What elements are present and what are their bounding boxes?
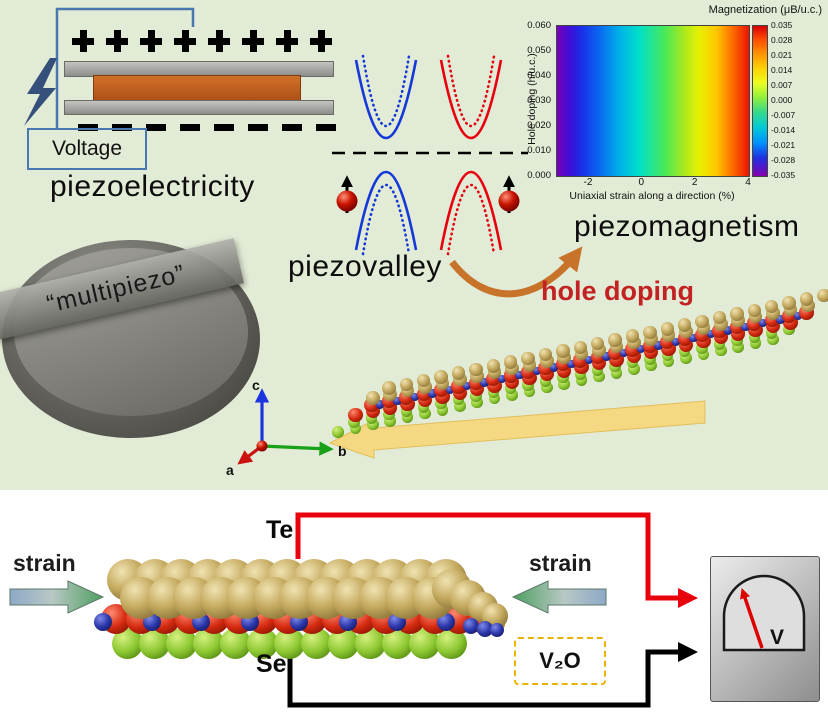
conduction-band-blue	[354, 59, 418, 140]
y-tick-label: 0.020	[527, 120, 551, 131]
colorbar-tick-label: 0.014	[771, 65, 793, 75]
v2o-label: V₂O	[539, 648, 581, 673]
y-tick-label: 0.060	[527, 20, 551, 31]
plus-sign	[242, 30, 264, 52]
axis-b-arrow	[261, 441, 334, 456]
red-wire-te-to-voltmeter	[295, 512, 698, 608]
plus-sign	[140, 30, 162, 52]
v2o-box: V₂O	[514, 637, 606, 685]
colorbar-tick-label: -0.035	[771, 170, 796, 180]
y-tick-label: 0.040	[527, 70, 551, 81]
valence-band-red-strained	[446, 184, 496, 256]
defect-pointer-arrow	[455, 589, 497, 621]
y-tick-label: 0.050	[527, 45, 551, 56]
plus-sign	[72, 30, 94, 52]
capacitor-bottom-plate	[64, 100, 334, 115]
piezo-material-layer	[93, 75, 301, 102]
minus-sign	[214, 124, 234, 131]
colorbar-tick-label: 0.035	[771, 20, 793, 30]
colorbar-tick-label: -0.028	[771, 155, 796, 165]
bottom-svg	[9, 512, 806, 708]
colorbar-tick-label: 0.028	[771, 35, 793, 45]
heatmap: Magnetization (μB/u.c.) Hole doping (h/u…	[520, 4, 824, 210]
minus-charges-row	[78, 116, 336, 131]
se-label: Se	[256, 650, 287, 678]
colorbar-tick-label: 0.021	[771, 50, 793, 60]
valence-band-red	[439, 170, 503, 251]
x-tick-label: 4	[745, 177, 751, 188]
conduction-band-red-strained	[446, 54, 496, 127]
minus-sign	[282, 124, 302, 131]
plus-sign	[106, 30, 128, 52]
piezovalley-label: piezovalley	[288, 250, 442, 283]
strain-right-label: strain	[529, 550, 592, 576]
axis-origin-ball	[256, 440, 268, 452]
minus-sign	[316, 124, 336, 131]
top-panel: c b a Voltage piezoelectricity piezovall…	[0, 0, 828, 490]
voltmeter-dial	[722, 574, 806, 652]
heatmap-x-ticks: -2 0 2 4	[556, 177, 751, 189]
black-wire-se-to-voltmeter	[287, 642, 698, 708]
plus-sign	[310, 30, 332, 52]
heatmap-xlabel: Uniaxial strain along a direction (%)	[569, 190, 735, 202]
voltmeter-needle	[740, 588, 764, 649]
heatmap-y-ticks: 0.060 0.050 0.040 0.030 0.020 0.010 0.000	[520, 20, 553, 181]
y-tick-label: 0.010	[527, 145, 551, 156]
minus-sign	[146, 124, 166, 131]
plus-sign	[276, 30, 298, 52]
strain-left-label: strain	[13, 550, 76, 576]
piezomagnetism-label: piezomagnetism	[574, 210, 800, 243]
y-tick-label: 0.030	[527, 95, 551, 106]
axis-b-label: b	[338, 443, 347, 459]
minus-sign	[180, 124, 200, 131]
colorbar-tick-label: -0.021	[771, 140, 796, 150]
valence-band-blue	[354, 170, 418, 251]
colorbar-tick-label: 0.000	[771, 95, 793, 105]
bottom-panel: strain strain Te Se V₂O V	[0, 490, 828, 715]
crystal-axes: c b a	[226, 377, 347, 478]
circuit-wire	[55, 7, 195, 128]
minus-sign	[78, 124, 98, 131]
plus-charges-row	[72, 30, 332, 52]
lightning-icon	[24, 58, 57, 126]
heatmap-plot	[556, 25, 750, 177]
colorbar-tick-label: -0.014	[771, 125, 796, 135]
hole-carrier-right	[498, 190, 520, 212]
plus-sign	[208, 30, 230, 52]
x-tick-label: -2	[583, 177, 593, 188]
x-tick-label: 2	[691, 177, 698, 188]
conduction-band-blue-strained	[361, 54, 411, 127]
band-structure	[332, 54, 528, 256]
conduction-band-red	[439, 59, 503, 140]
heatmap-cb-ticks: 0.035 0.028 0.021 0.014 0.007 0.000 -0.007 -0.0…	[771, 20, 823, 180]
colorbar-tick-label: 0.007	[771, 80, 793, 90]
plus-sign	[174, 30, 196, 52]
minus-sign	[112, 124, 132, 131]
hole-doping-arrow	[449, 246, 583, 298]
te-label: Te	[266, 516, 294, 544]
strain-arrow-right	[511, 580, 607, 614]
voltmeter-v-label: V	[770, 626, 785, 649]
strain-direction-arrow	[328, 400, 706, 459]
hole-doping-label: hole doping	[541, 276, 694, 306]
heatmap-title: Magnetization (μB/u.c.)	[708, 4, 822, 16]
colorbar-tick-label: -0.007	[771, 110, 796, 120]
strain-arrow-left	[9, 580, 105, 614]
voltage-label: Voltage	[51, 137, 123, 160]
x-tick-label: 0	[638, 177, 645, 188]
heatmap-colorbar	[752, 25, 768, 177]
piezoelectricity-label: piezoelectricity	[50, 170, 255, 203]
minus-sign	[248, 124, 268, 131]
hole-carrier-left	[336, 190, 358, 212]
valence-band-blue-strained	[361, 184, 411, 256]
voltage-box: Voltage	[27, 128, 147, 170]
axis-a-label: a	[226, 462, 234, 478]
axis-c-label: c	[252, 377, 260, 393]
y-tick-label: 0.000	[527, 170, 551, 181]
